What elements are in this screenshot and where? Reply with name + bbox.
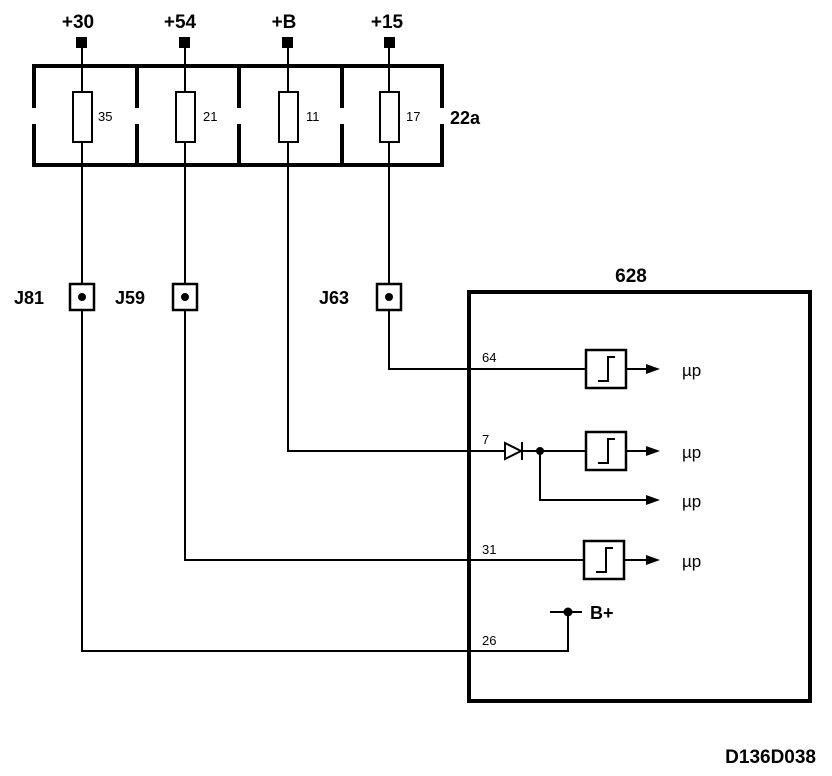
- schmitt-trigger-3: [582, 539, 660, 581]
- pin-label-7: 7: [482, 432, 489, 447]
- fuse-35: [72, 48, 93, 165]
- pin-label-31: 31: [482, 542, 496, 557]
- fuse-box-label: 22a: [450, 108, 481, 128]
- diode-symbol: [504, 441, 660, 505]
- wire-54-pin-31: [184, 165, 584, 561]
- fuse-number-17: 17: [406, 109, 420, 124]
- terminal-square-30: [76, 37, 87, 48]
- connector-label-j59: J59: [115, 288, 145, 308]
- module-label: 628: [615, 266, 647, 287]
- output-label-1: µp: [682, 361, 701, 380]
- fuse-17: [379, 48, 400, 165]
- schmitt-trigger-1: [584, 348, 660, 390]
- pin-label-64: 64: [482, 350, 496, 365]
- fuse-number-11: 11: [306, 109, 320, 124]
- bplus-node: [550, 607, 582, 617]
- bplus-label: B+: [590, 603, 614, 623]
- fuse-number-35: 35: [98, 109, 112, 124]
- connector-label-j81: J81: [14, 288, 44, 308]
- module-628-box: [467, 290, 812, 703]
- fuse-number-21: 21: [203, 109, 217, 124]
- connector-j59: [171, 282, 199, 312]
- output-label-2: µp: [682, 443, 701, 462]
- fuse-box: [32, 64, 444, 167]
- output-label-4: µp: [682, 552, 701, 571]
- fuse-11: [278, 48, 299, 165]
- schmitt-trigger-2: [584, 430, 660, 472]
- wire-b-pin-7: [287, 165, 505, 452]
- connector-label-j63: J63: [319, 288, 349, 308]
- supply-label-b: +B: [272, 12, 297, 33]
- wire-30-pin-26: [81, 165, 569, 652]
- terminal-square-54: [179, 37, 190, 48]
- connector-j63: [375, 282, 403, 312]
- supply-label-54: +54: [164, 12, 197, 33]
- terminal-square-15: [384, 37, 395, 48]
- drawing-id: D136D038: [725, 747, 816, 768]
- supply-label-15: +15: [371, 12, 404, 33]
- terminal-square-b: [282, 37, 293, 48]
- supply-label-30: +30: [62, 12, 94, 33]
- fuse-21: [175, 48, 196, 165]
- wire-15-pin-64: [388, 165, 586, 370]
- connector-j81: [68, 282, 96, 312]
- output-label-3: µp: [682, 492, 701, 511]
- pin-label-26: 26: [482, 633, 496, 648]
